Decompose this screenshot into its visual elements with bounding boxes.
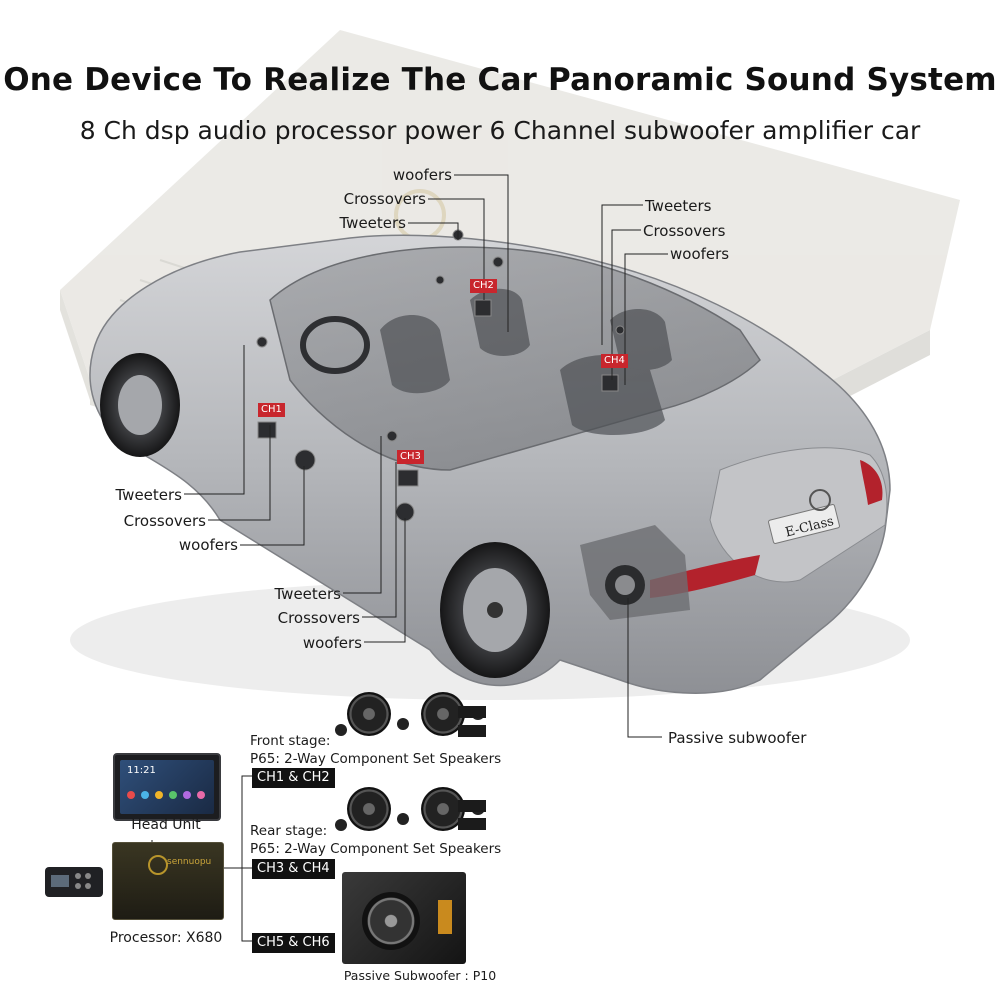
passive-subwoofer-label: Passive subwoofer bbox=[668, 729, 807, 747]
ch1-tweeters-label: Tweeters bbox=[115, 486, 183, 504]
front-stage-title: Front stage: bbox=[250, 733, 331, 749]
rear-stage-title: Rear stage: bbox=[250, 823, 328, 839]
remote-controller-image bbox=[45, 867, 103, 897]
ch4-crossovers-label: Crossovers bbox=[643, 222, 726, 240]
ch2-badge: CH2 bbox=[470, 279, 497, 293]
rear-crossovers-image bbox=[458, 800, 486, 812]
page-subtitle: 8 Ch dsp audio processor power 6 Channel… bbox=[79, 116, 921, 145]
trunk-subwoofer bbox=[580, 525, 690, 620]
ch4-tweeters-label: Tweeters bbox=[645, 197, 712, 215]
ch1-woofers-label: woofers bbox=[178, 536, 238, 554]
ch1-crossovers-label: Crossovers bbox=[123, 512, 206, 530]
ch3-badge: CH3 bbox=[397, 450, 424, 464]
processor-image: sennuopu bbox=[112, 842, 224, 920]
ch1-badge: CH1 bbox=[258, 403, 285, 417]
head-unit-clock: 11:21 bbox=[127, 765, 156, 776]
subwoofer-channels: CH5 & CH6 bbox=[252, 933, 335, 953]
speaker-markers bbox=[256, 229, 625, 522]
head-unit-label: Head Unit bbox=[131, 817, 201, 833]
rear-stage-desc: P65: 2-Way Component Set Speakers bbox=[250, 841, 502, 857]
head-unit-image: 11:21 bbox=[113, 753, 221, 821]
ch4-badge: CH4 bbox=[601, 354, 628, 368]
front-stage-channels: CH1 & CH2 bbox=[252, 768, 335, 788]
front-stage-desc: P65: 2-Way Component Set Speakers bbox=[250, 751, 502, 767]
ch2-woofers-label: woofers bbox=[392, 166, 452, 184]
ch2-tweeters-label: Tweeters bbox=[339, 214, 407, 232]
front-speakers-image bbox=[335, 690, 495, 742]
ch3-tweeters-label: Tweeters bbox=[274, 585, 342, 603]
rear-crossovers-image-2 bbox=[458, 818, 486, 830]
processor-label: Processor: X680 bbox=[109, 930, 223, 946]
ch2-crossovers-label: Crossovers bbox=[343, 190, 426, 208]
ch3-crossovers-label: Crossovers bbox=[277, 609, 360, 627]
front-crossovers-image bbox=[458, 706, 486, 718]
rear-stage-channels: CH3 & CH4 bbox=[252, 859, 335, 879]
subwoofer-label: Passive Subwoofer : P10 bbox=[343, 968, 497, 983]
front-crossovers-image-2 bbox=[458, 725, 486, 737]
ch4-woofers-label: woofers bbox=[670, 245, 730, 263]
processor-brand: sennuopu bbox=[167, 857, 212, 867]
subwoofer-box-image bbox=[342, 872, 466, 964]
ch3-woofers-label: woofers bbox=[302, 634, 362, 652]
page-title: One Device To Realize The Car Panoramic … bbox=[3, 62, 997, 98]
